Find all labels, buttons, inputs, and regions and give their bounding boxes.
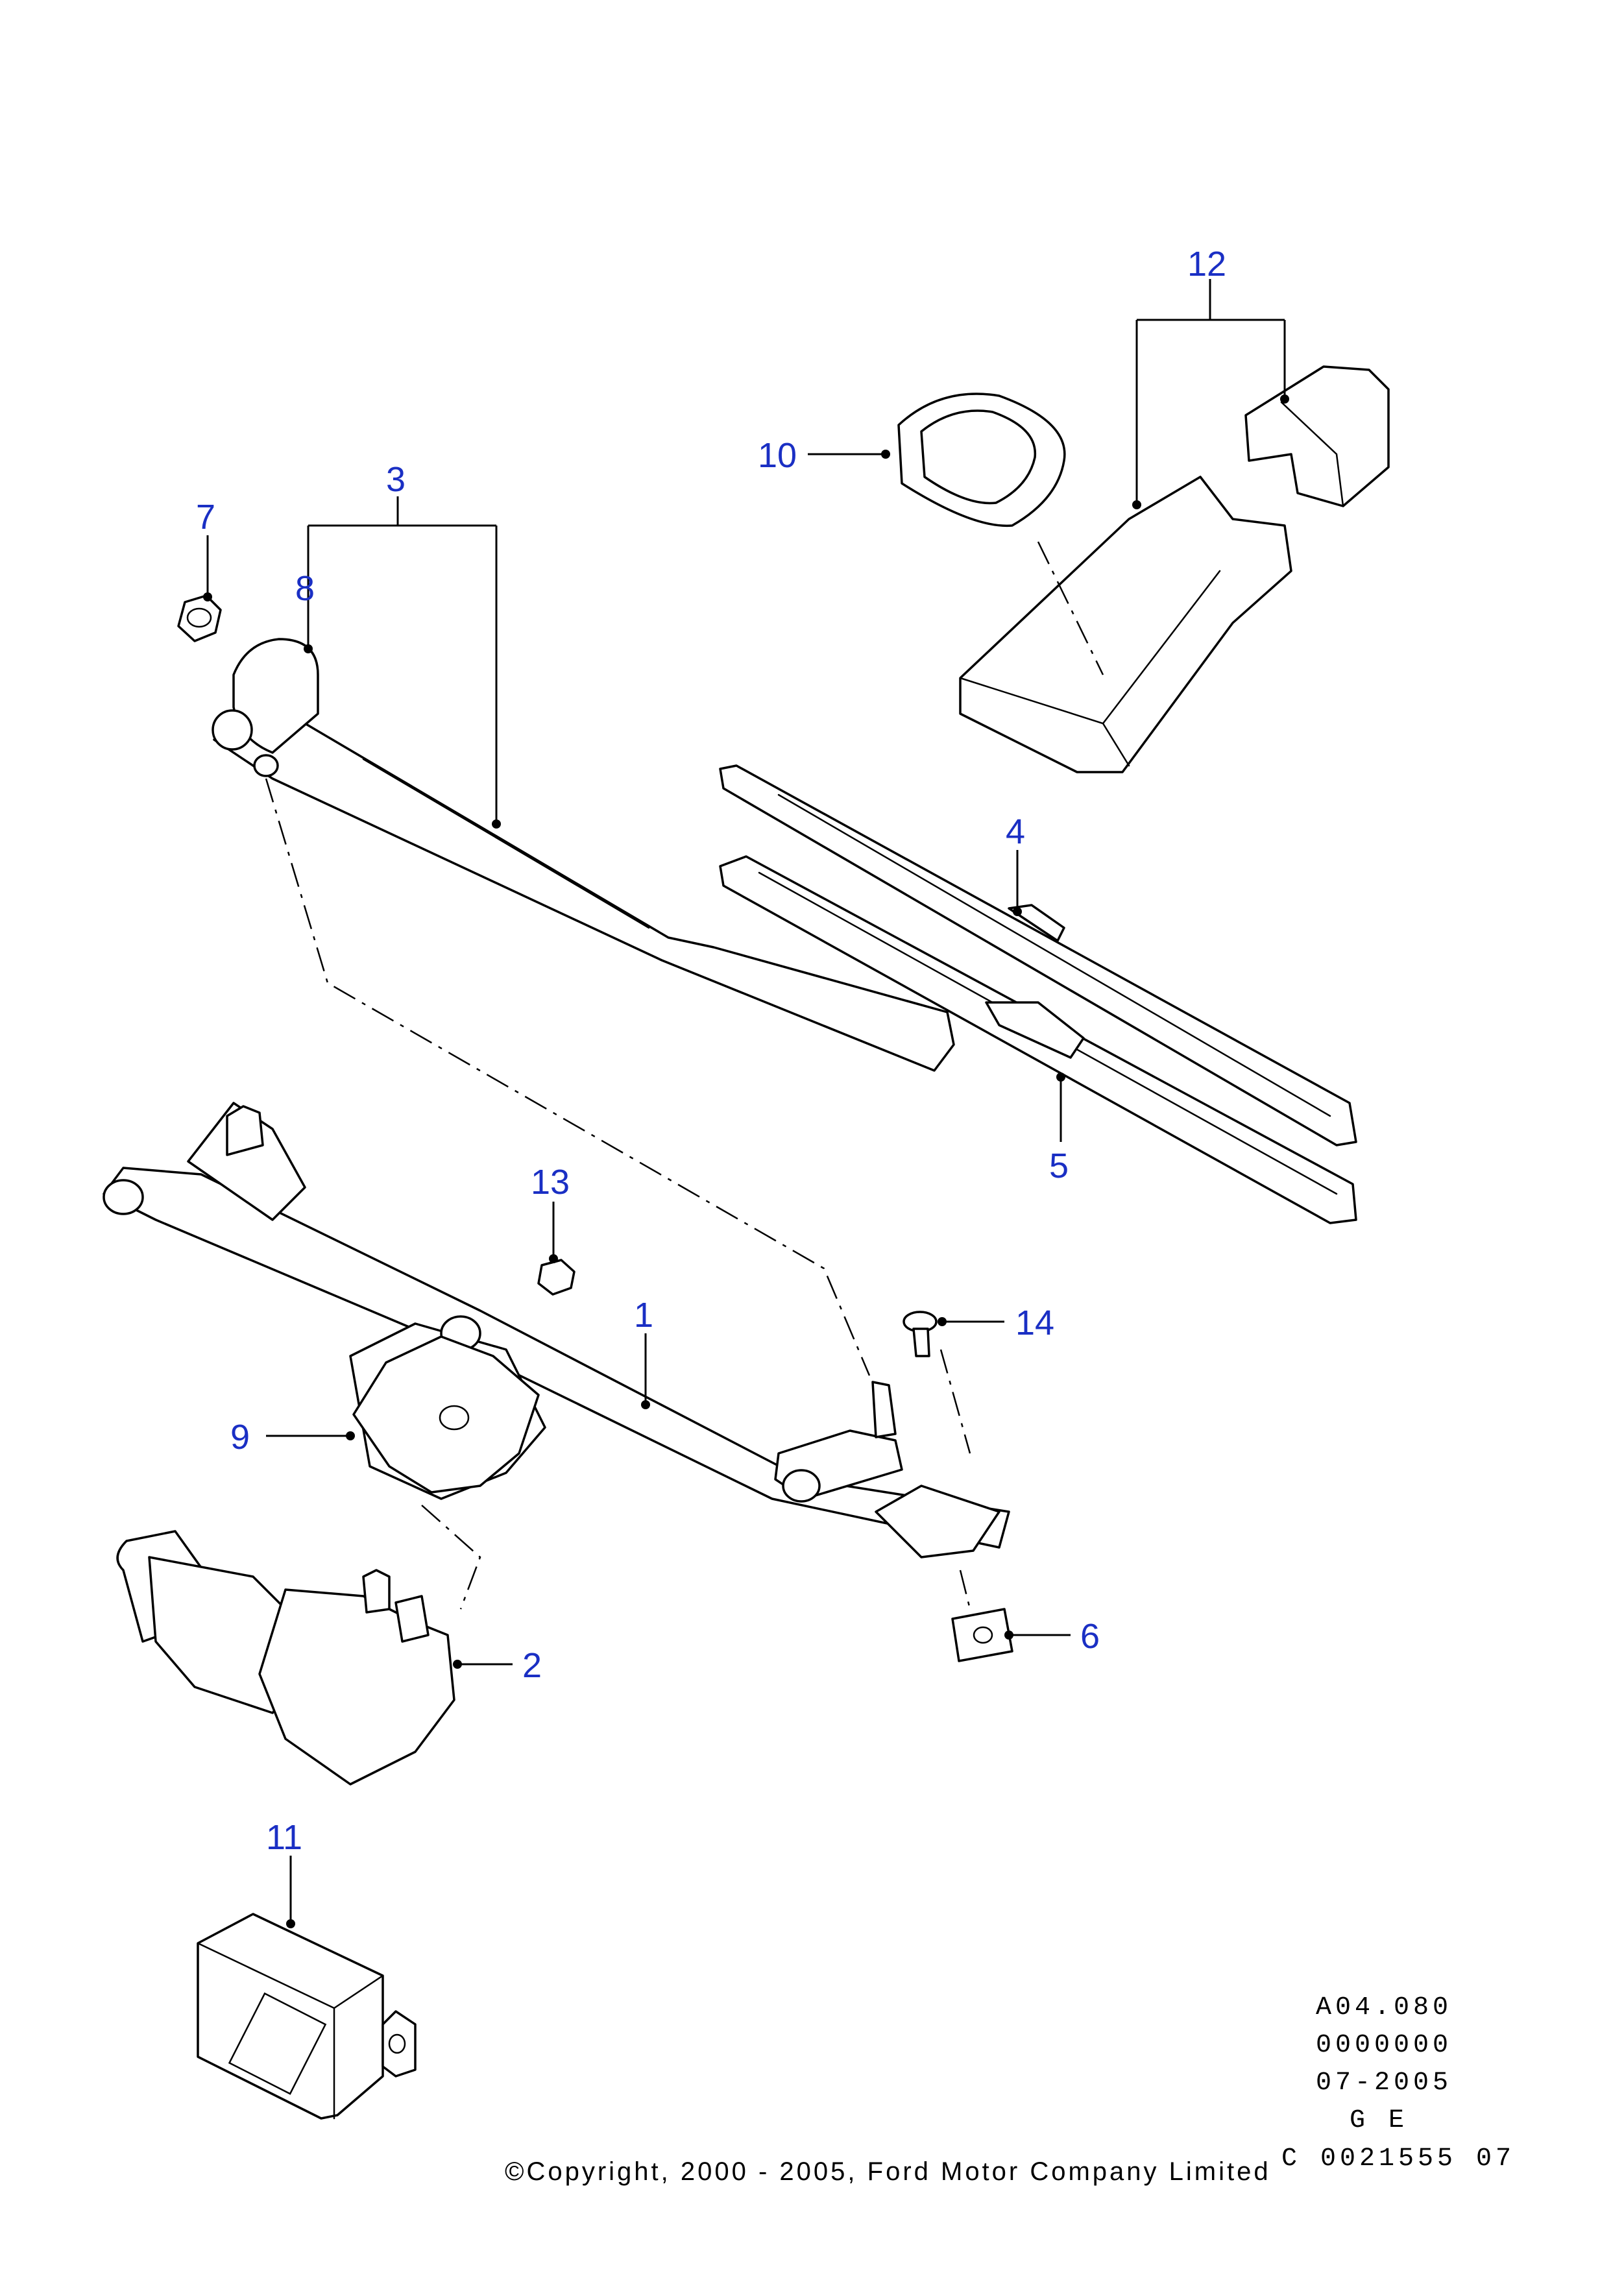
svg-text:3: 3 [386,460,406,499]
callout-9: 9 [230,1418,355,1457]
callout-4: 4 [1006,812,1025,916]
part-7-nut [177,594,222,642]
part-11-control-module [197,1913,417,2120]
callout-13: 13 [531,1163,570,1263]
callout-11: 11 [266,1818,302,1928]
callout-8: 8 [295,569,315,608]
centre-line-clip [959,1570,971,1610]
drawing-ref-line-5: C 0021555 07 [1281,2144,1516,2174]
svg-text:14: 14 [1015,1303,1054,1342]
callout-7: 7 [196,498,215,601]
svg-text:12: 12 [1187,245,1226,284]
callout-10: 10 [758,436,890,475]
svg-text:4: 4 [1006,812,1025,851]
callout-2: 2 [453,1646,542,1685]
callout-14: 14 [938,1303,1054,1342]
centre-line-bolt [939,1349,971,1454]
svg-text:7: 7 [196,498,215,537]
centre-line-sensor [1037,541,1104,675]
svg-text:6: 6 [1080,1617,1100,1656]
part-10-sensor [897,393,1066,527]
drawing-ref-line-3: 07-2005 [1316,2068,1453,2098]
part-4-wiper-blade [719,764,1357,1146]
part-9-bracket [352,1335,540,1494]
svg-text:13: 13 [531,1163,570,1202]
drawing-ref-line-2: 0000000 [1316,2031,1453,2060]
drawing-ref-line-1: A04.080 [1316,1993,1453,2022]
part-6-clip [951,1608,1013,1662]
part-5-wiper-blade [719,855,1357,1224]
callout-6: 6 [1004,1617,1100,1656]
part-3-wiper-arm [212,638,955,1072]
part-12-cover-large [959,476,1292,773]
part-12-cover-small [1244,365,1390,507]
svg-text:2: 2 [522,1646,542,1685]
svg-text:11: 11 [266,1818,302,1857]
callout-3: 3 [304,460,501,829]
part-2-wiper-motor [116,1530,455,1786]
centre-line-motor [421,1505,481,1610]
svg-text:8: 8 [295,569,315,608]
copyright-notice: ©Copyright, 2000 - 2005, Ford Motor Comp… [505,2157,1271,2186]
callout-1: 1 [634,1296,653,1409]
drawing-ref-line-4: G E [1350,2106,1409,2135]
svg-text:5: 5 [1049,1146,1069,1185]
svg-text:10: 10 [758,436,797,475]
svg-text:9: 9 [230,1418,250,1457]
svg-text:1: 1 [634,1296,653,1335]
part-13-nut [537,1259,576,1296]
callout-5: 5 [1049,1073,1069,1185]
centre-line-arm [265,778,871,1376]
part-14-bolt [903,1311,938,1357]
callout-12: 12 [1132,245,1289,509]
